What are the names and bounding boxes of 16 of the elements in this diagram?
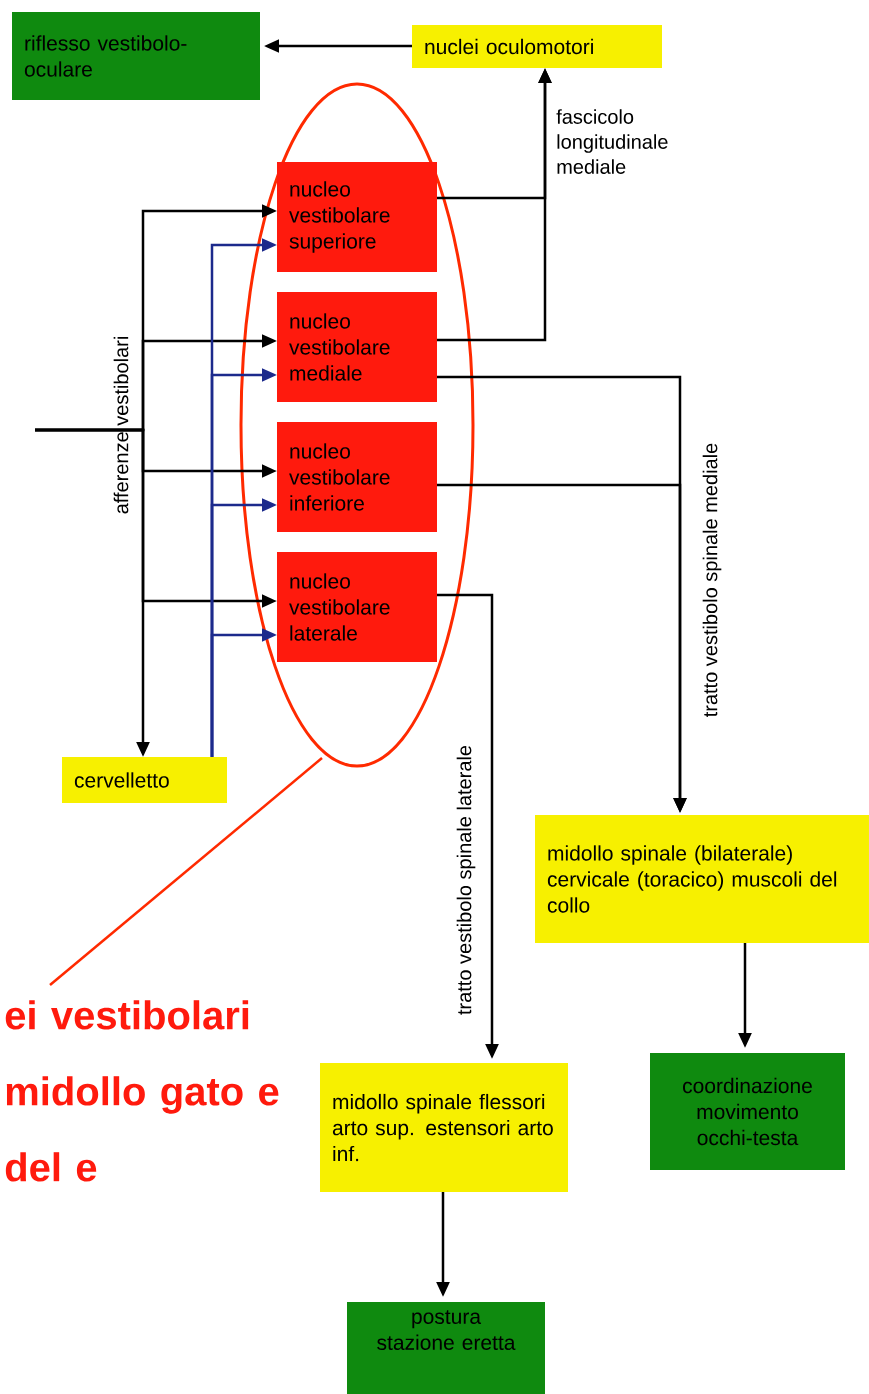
edge-label: tratto vestibolo spinale mediale xyxy=(702,443,722,717)
callout-text: ei vestibolari midollo gato e del e xyxy=(5,1000,279,1182)
target-box: midollo spinale (bilaterale) cervicale (toracico) muscoli del collo xyxy=(535,815,869,943)
edge-label: tratto vestibolo spinale laterale xyxy=(456,745,476,1015)
nucleus-box: nucleo vestibolare superiore xyxy=(277,162,437,272)
target-box: midollo spinale flessori arto sup. estensori arto inf. xyxy=(320,1063,568,1192)
nucleus-box: nucleo vestibolare inferiore xyxy=(277,422,437,532)
nucleus-box: nucleo vestibolare mediale xyxy=(277,292,437,402)
edge-label: fascicolo longitudinale mediale xyxy=(556,109,668,174)
result-box: riflesso vestibolo-oculare xyxy=(12,12,260,100)
result-box: postura stazione eretta xyxy=(347,1302,545,1394)
target-box: nuclei oculomotori xyxy=(412,25,662,68)
result-box: coordinazione movimento occhi-testa xyxy=(650,1053,845,1170)
edge-label: afferenze vestibolari xyxy=(113,337,129,514)
target-box: cervelletto xyxy=(62,757,227,803)
nucleus-box: nucleo vestibolare laterale xyxy=(277,552,437,662)
